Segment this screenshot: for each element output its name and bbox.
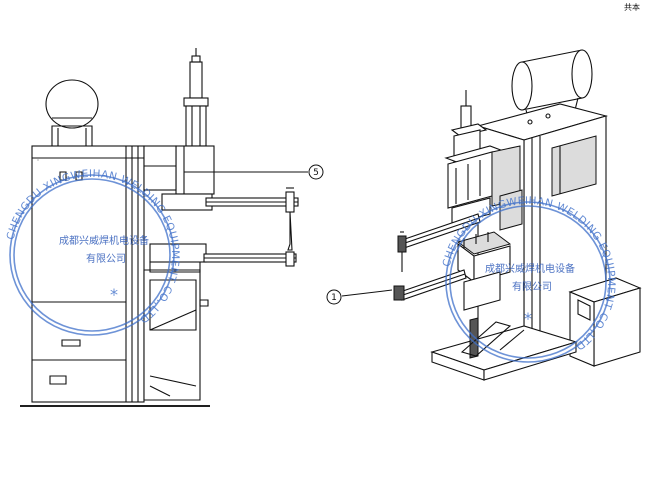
stamp-left-star: * (110, 285, 118, 304)
corner-mark: 共本 (624, 3, 640, 12)
stamp-left-line2: 有限公司 (86, 252, 126, 265)
iso-transformer-tank (511, 49, 593, 125)
stamp-left-line1: 成都兴威焊机电设备 (59, 234, 149, 247)
side-view (20, 48, 299, 407)
side-base-support (143, 269, 209, 401)
iso-cylinder-head (444, 90, 523, 231)
callout-5-label: 5 (313, 168, 319, 178)
callout-1-label: 1 (331, 293, 337, 303)
side-transformer-tank (45, 79, 99, 147)
side-cylinder-head (143, 48, 215, 195)
iso-view (393, 49, 642, 381)
side-upper-arm (161, 187, 299, 251)
callout-5: 5 (184, 164, 324, 180)
stamp-right-line2: 有限公司 (512, 280, 552, 293)
side-lower-arm (149, 243, 297, 273)
stamp-right-star: * (524, 309, 532, 328)
iso-base (430, 317, 578, 381)
stamp-right-line1: 成都兴威焊机电设备 (485, 262, 575, 275)
callout-1: 1 (326, 289, 393, 305)
